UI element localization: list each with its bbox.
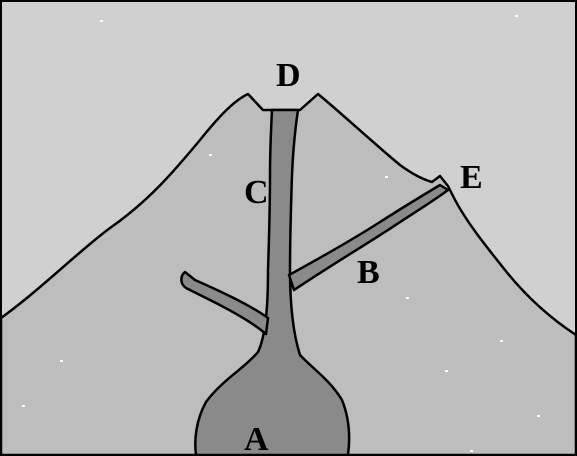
label-e: E	[460, 159, 483, 196]
sill-branch	[180, 270, 270, 336]
label-c: C	[244, 174, 269, 211]
magma-chamber-and-conduit	[194, 108, 351, 456]
texture-specks	[22, 15, 540, 452]
side-vent	[287, 183, 450, 292]
label-a: A	[244, 421, 269, 456]
label-d: D	[276, 57, 301, 94]
label-b: B	[357, 254, 380, 291]
